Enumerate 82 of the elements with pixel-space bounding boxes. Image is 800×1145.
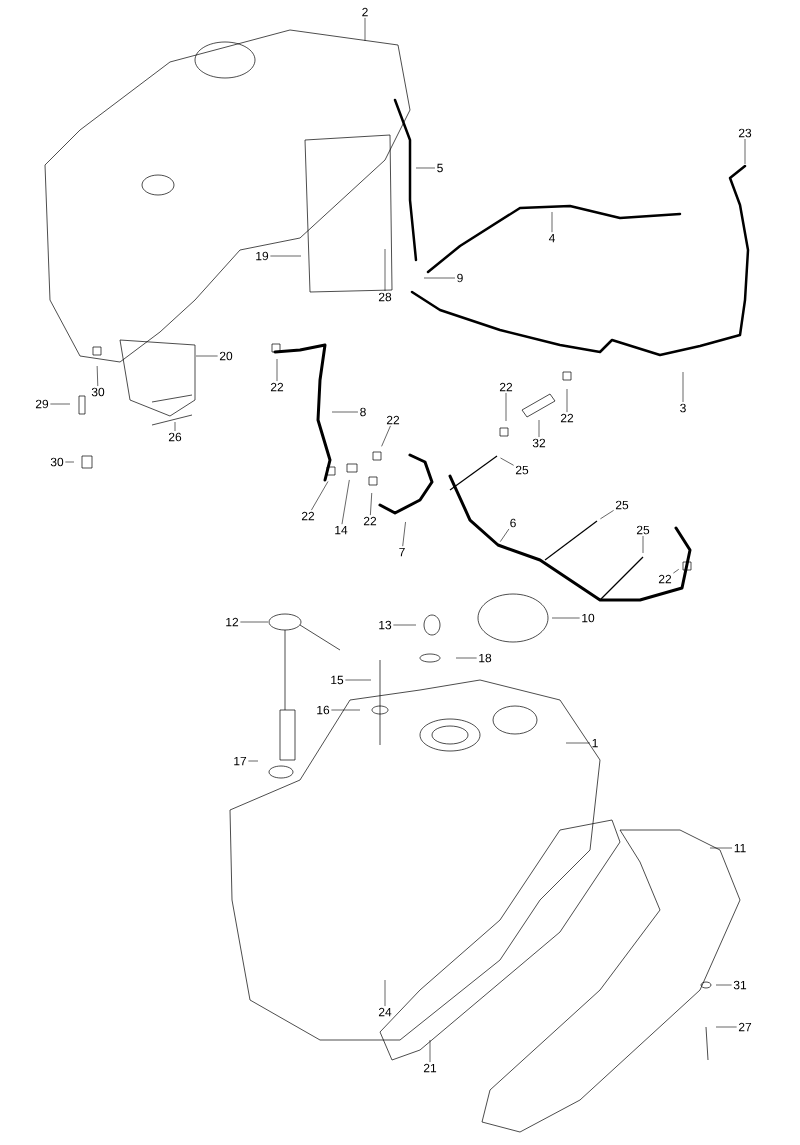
leader-line xyxy=(429,1039,431,1063)
leader-line xyxy=(709,847,733,849)
callout-number: 25 xyxy=(636,525,650,535)
callout-number: 19 xyxy=(256,251,269,261)
leader-line xyxy=(682,371,684,403)
callout-number: 6 xyxy=(510,518,516,528)
leader-line xyxy=(642,535,644,554)
leader-line xyxy=(673,569,680,574)
leader-line xyxy=(240,621,269,623)
callout-number: 22 xyxy=(270,382,284,392)
leader-line xyxy=(331,411,359,413)
leader-line xyxy=(174,421,176,432)
leader-line xyxy=(565,742,591,744)
leader-line xyxy=(50,403,71,405)
callout-number: 32 xyxy=(532,438,546,448)
callout-number: 27 xyxy=(738,1022,752,1032)
leader-line xyxy=(455,657,477,659)
leader-line xyxy=(370,492,373,516)
leader-line xyxy=(600,510,614,520)
callout-number: 22 xyxy=(658,574,672,584)
leader-line xyxy=(384,248,386,292)
leader-line xyxy=(276,358,278,382)
callout-number: 22 xyxy=(499,382,513,392)
leader-line xyxy=(415,167,436,169)
callout-number: 25 xyxy=(515,465,529,475)
callout-number: 30 xyxy=(50,457,64,467)
callout-number: 9 xyxy=(457,273,463,283)
leader-line xyxy=(65,461,75,463)
callout-number: 11 xyxy=(734,843,746,853)
callout-number: 24 xyxy=(378,1007,392,1017)
callout-number: 1 xyxy=(592,738,598,748)
callout-number: 28 xyxy=(378,292,392,302)
leader-line xyxy=(341,479,350,525)
callout-number: 31 xyxy=(733,980,747,990)
leader-line xyxy=(248,760,259,762)
callout-number: 29 xyxy=(35,399,49,409)
leader-line xyxy=(345,679,372,681)
callout-number: 23 xyxy=(738,128,752,138)
callout-number: 26 xyxy=(168,432,182,442)
leader-line xyxy=(505,392,507,422)
leader-line xyxy=(381,425,391,447)
callout-number: 15 xyxy=(331,675,344,685)
leader-line xyxy=(393,624,417,626)
leader-line xyxy=(715,1026,737,1028)
callout-number: 12 xyxy=(226,617,239,627)
leader-line xyxy=(499,528,510,542)
callout-number: 17 xyxy=(234,756,247,766)
callout-number: 25 xyxy=(615,500,629,510)
leader-line xyxy=(423,277,456,279)
callout-number: 4 xyxy=(548,233,555,243)
callout-number: 8 xyxy=(360,407,366,417)
callout-number: 16 xyxy=(317,705,330,715)
leader-line xyxy=(195,355,218,357)
leader-line xyxy=(538,419,540,438)
callout-number: 18 xyxy=(479,653,492,663)
leader-line xyxy=(402,521,406,547)
leader-line xyxy=(715,984,732,986)
leader-line xyxy=(311,481,329,511)
callout-number: 21 xyxy=(423,1063,437,1073)
callout-number: 3 xyxy=(680,403,686,413)
leader-line xyxy=(744,138,746,165)
callout-number: 14 xyxy=(335,525,348,535)
leader-line xyxy=(551,617,580,619)
callout-number: 5 xyxy=(437,163,443,173)
callout-number: 22 xyxy=(363,516,377,526)
callout-number: 20 xyxy=(219,351,233,361)
leader-line xyxy=(331,709,361,711)
leader-line xyxy=(384,979,386,1007)
callout-number: 22 xyxy=(560,413,574,423)
callout-number: 7 xyxy=(399,547,405,557)
leader-line xyxy=(566,388,568,413)
leader-line xyxy=(270,255,302,257)
callout-number: 13 xyxy=(379,620,392,630)
callout-number: 10 xyxy=(582,613,595,623)
leader-line xyxy=(96,365,99,387)
callout-number: 2 xyxy=(362,7,368,17)
callout-number: 22 xyxy=(301,511,315,521)
leader-line xyxy=(364,17,366,42)
callout-number: 30 xyxy=(91,387,105,397)
leader-line xyxy=(551,211,553,233)
callout-number: 22 xyxy=(386,415,400,425)
leader-line xyxy=(500,457,514,466)
